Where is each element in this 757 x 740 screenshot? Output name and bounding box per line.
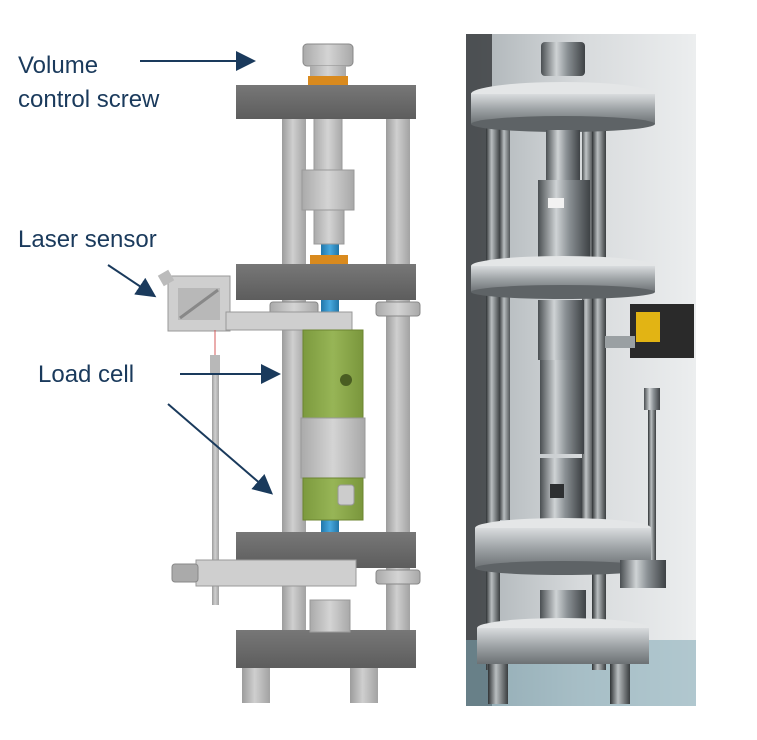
foot-right [350, 665, 378, 703]
load-cell-arrow-lower [167, 403, 274, 495]
middle-plate [236, 264, 416, 300]
laser-bracket [225, 311, 353, 331]
seal-middle [310, 255, 348, 264]
foot-left [242, 665, 270, 703]
lower-bracket [195, 559, 357, 587]
volume-control-screw-label-line2: control screw [18, 86, 160, 113]
laser-sensor-label: Laser sensor [18, 226, 157, 253]
load-cell-collar [300, 417, 366, 479]
load-cell-label: Load cell [38, 361, 135, 388]
volume-control-screw-label-line1: Volume [18, 52, 99, 79]
laser-sensor-arrow [107, 264, 157, 298]
upper-housing [301, 169, 355, 211]
target-rod [212, 375, 219, 605]
base-plate [236, 630, 416, 668]
thumbscrew [171, 563, 199, 583]
seal-top [308, 76, 348, 85]
load-cell-upper [302, 329, 364, 419]
top-plate [236, 85, 416, 119]
